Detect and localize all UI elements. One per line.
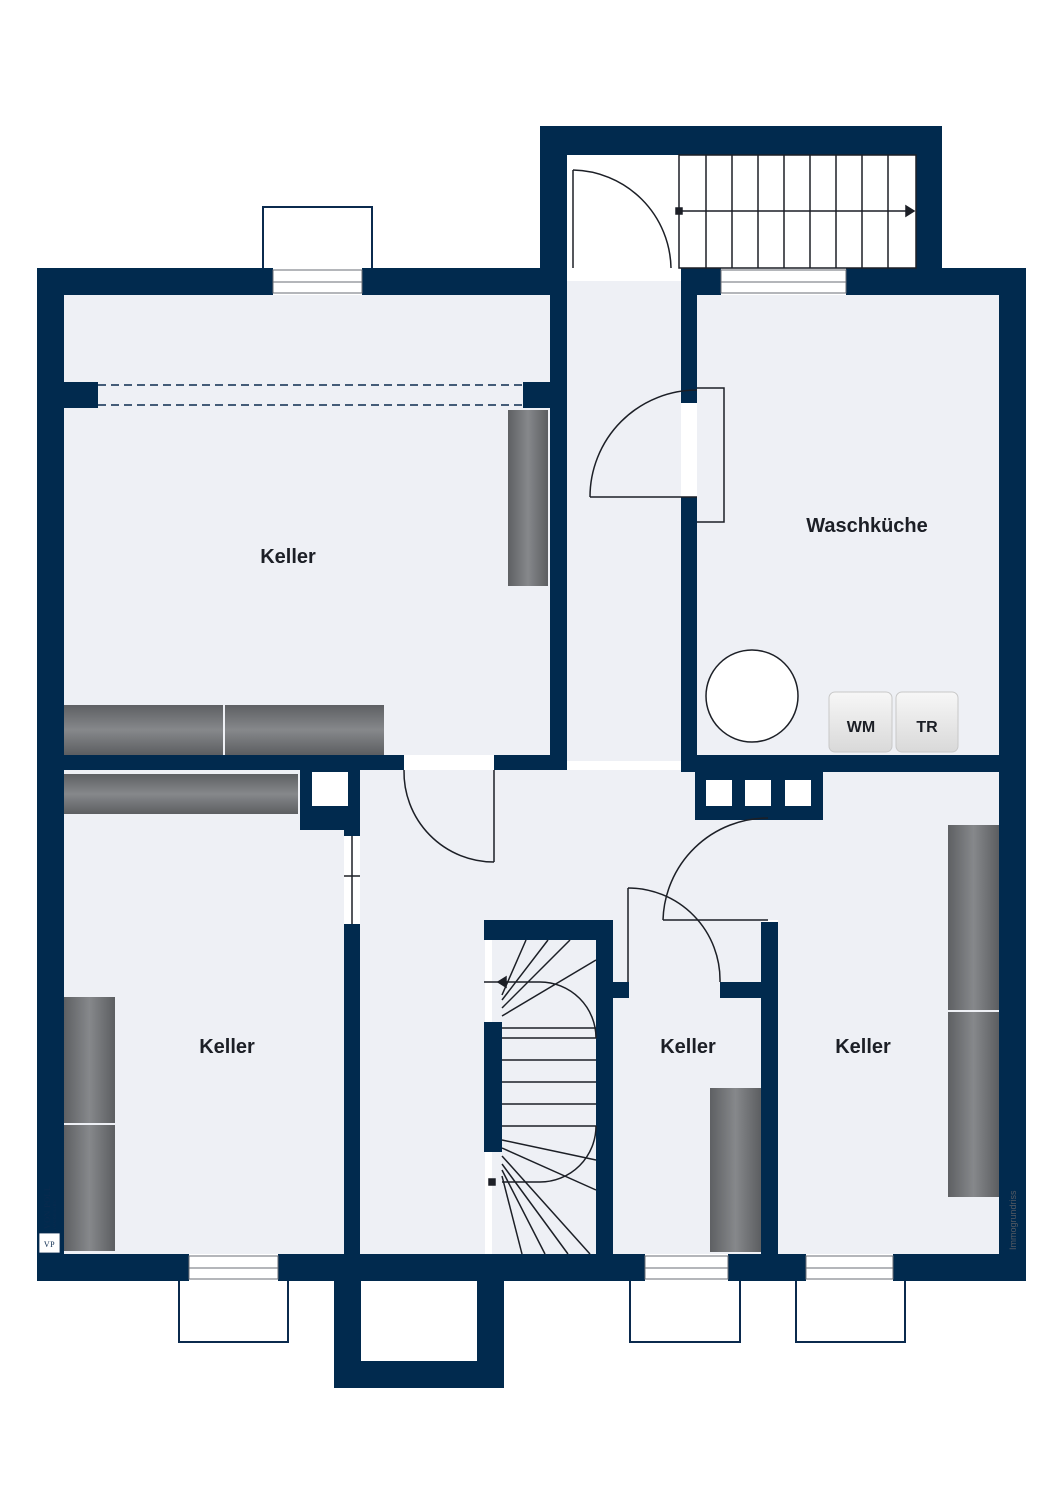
room-label-keller-top-left: Keller [260,546,316,568]
room-label-keller-bottom-right: Keller [835,1036,891,1058]
cabinet-bottom-right-1 [948,825,999,1010]
cabinet-top-left-vertical [508,410,548,586]
shafts [312,772,811,806]
windows [188,269,894,1280]
cabinet-top-left-horizontal-2 [225,705,384,755]
brand-sub: IMMOBILIEN [52,1199,57,1229]
brand-name: VON POLL [43,1186,52,1229]
credit-text: Immogrundriss [1008,1190,1018,1250]
cabinet-bottom-left-vertical-2 [64,1125,115,1251]
cabinet-bottom-right-2 [948,1012,999,1197]
room-label-waschkueche: Waschküche [806,515,928,537]
floor-stair-well [492,940,596,1254]
cabinets [64,410,999,1252]
floor-hall-stair-side [360,920,485,1254]
dryer-label: TR [916,719,938,736]
cabinet-bottom-left-horizontal [64,774,298,814]
washing-machine: WM [828,691,893,753]
walls [37,126,1026,1388]
floor-keller-top-left [64,295,550,755]
brand-logo: VP VON POLL IMMOBILIEN [38,1186,61,1254]
room-label-keller-bottom-left: Keller [199,1036,255,1058]
dryer: TR [895,691,959,753]
cabinet-top-left-horizontal-1 [64,705,223,755]
cabinet-bottom-middle [710,1088,761,1252]
room-label-keller-bottom-middle: Keller [660,1036,716,1058]
straight-staircase [675,154,917,269]
opening-posts [64,382,550,408]
boiler-tank [705,649,799,743]
light-wells [178,206,906,1343]
brand-monogram: VP [44,1240,55,1249]
floor-hall [567,281,681,761]
cabinet-bottom-left-vertical-1 [64,997,115,1123]
washing-machine-label: WM [847,719,875,736]
winding-staircase [484,939,597,1255]
doors [98,169,769,983]
